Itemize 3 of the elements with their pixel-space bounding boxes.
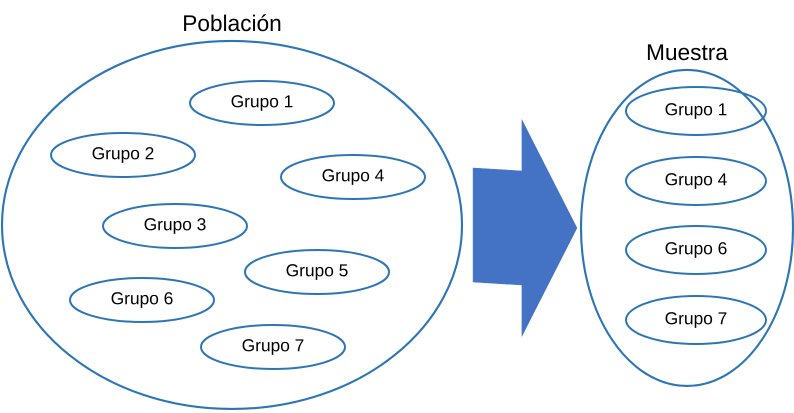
node-label: Población xyxy=(184,14,280,32)
node-label: Muestra xyxy=(648,44,728,60)
block-arrow xyxy=(472,118,578,338)
